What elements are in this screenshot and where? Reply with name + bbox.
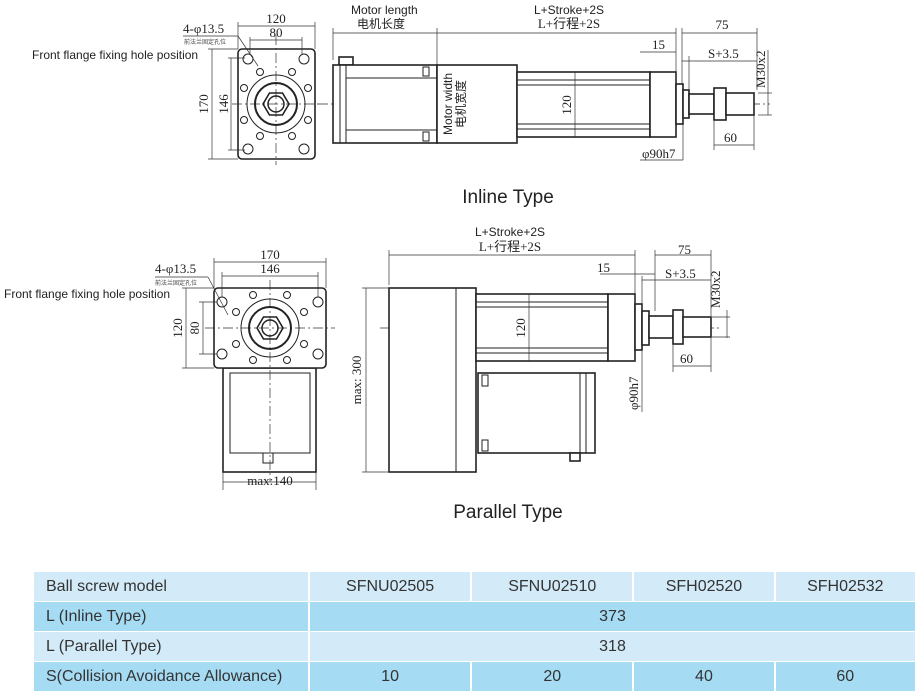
inline-motor-width-en: Motor width [441,73,455,135]
table-row: L (Inline Type) 373 [34,602,917,631]
row-label: L (Parallel Type) [34,632,310,661]
parallel-tube-size: 120 [513,318,528,338]
technical-drawing: 120 80 170 146 4-φ13.5 前法兰固定孔位 Front fla… [4,3,772,523]
inline-thread-len: 60 [724,130,737,145]
header-cell: SFH02532 [775,572,917,601]
inline-thread: M30x2 [753,50,768,88]
inline-side-view: Motor length 电机长度 L+Stroke+2S L+行程+2S 75… [318,3,772,161]
parallel-max-height: max: 300 [349,356,364,405]
inline-hole-pitch-v: 146 [216,94,231,114]
inline-rod-ext: 75 [716,17,729,32]
spec-table: Ball screw model SFNU02505 SFNU02510 SFH… [34,571,917,692]
parallel-rod-ext: 75 [678,242,691,257]
parallel-total-cn: L+行程+2S [479,239,541,254]
inline-bore: φ90h7 [642,146,676,161]
inline-motor-width-cn: 电机宽度 [453,80,468,128]
table-row: S(Collision Avoidance Allowance) 10 20 4… [34,662,917,691]
header-cell: SFNU02510 [472,572,635,601]
row-value: 60 [775,662,917,691]
parallel-max-width: max:140 [247,473,293,488]
parallel-cap-len: 15 [597,260,610,275]
parallel-s-dim: S+3.5 [665,266,696,281]
parallel-front-view: 170 146 120 80 4-φ13.5 前法兰固定孔位 Front fla… [4,247,335,490]
parallel-hole-pitch-v: 80 [187,322,202,335]
header-cell: Ball screw model [34,572,310,601]
inline-flange-width: 120 [266,11,286,26]
inline-motor-length-en: Motor length [351,3,418,17]
header-cell: SFH02520 [634,572,776,601]
header-cell: SFNU02505 [310,572,473,601]
inline-hole-cn: 前法兰固定孔位 [184,38,226,46]
row-value: 40 [634,662,776,691]
inline-s-dim: S+3.5 [708,46,739,61]
inline-total-cn: L+行程+2S [538,16,600,31]
parallel-hole-spec: 4-φ13.5 [155,261,196,276]
row-label: L (Inline Type) [34,602,310,631]
inline-cap-len: 15 [652,37,665,52]
table-row: L (Parallel Type) 318 [34,632,917,661]
inline-flange-height: 170 [196,94,211,114]
parallel-side-view: L+Stroke+2S L+行程+2S 75 15 S+3.5 M30x2 12… [349,225,730,473]
parallel-thread-len: 60 [680,351,693,366]
inline-tube-size: 120 [559,95,574,115]
parallel-flange-height: 120 [170,318,185,338]
parallel-total-en: L+Stroke+2S [475,225,545,239]
row-value: 20 [472,662,635,691]
parallel-hole-pitch-h: 146 [260,261,280,276]
row-value: 318 [310,632,917,661]
row-label: S(Collision Avoidance Allowance) [34,662,310,691]
inline-front-view: 120 80 170 146 4-φ13.5 前法兰固定孔位 Front fla… [32,11,320,165]
parallel-bore: φ90h7 [626,376,641,410]
parallel-hole-cn: 前法兰固定孔位 [155,279,197,287]
table-header-row: Ball screw model SFNU02505 SFNU02510 SFH… [34,572,917,601]
row-value: 10 [310,662,473,691]
inline-type-title: Inline Type [462,187,554,208]
row-value: 373 [310,602,917,631]
parallel-hole-en: Front flange fixing hole position [4,287,170,301]
inline-motor-length-cn: 电机长度 [357,16,405,31]
parallel-thread: M30x2 [708,270,723,308]
parallel-type-title: Parallel Type [453,502,563,523]
inline-hole-spec: 4-φ13.5 [183,21,224,36]
parallel-flange-width: 170 [260,247,280,262]
inline-total-en: L+Stroke+2S [534,3,604,17]
inline-hole-en: Front flange fixing hole position [32,48,198,62]
inline-hole-pitch-h: 80 [270,25,283,40]
